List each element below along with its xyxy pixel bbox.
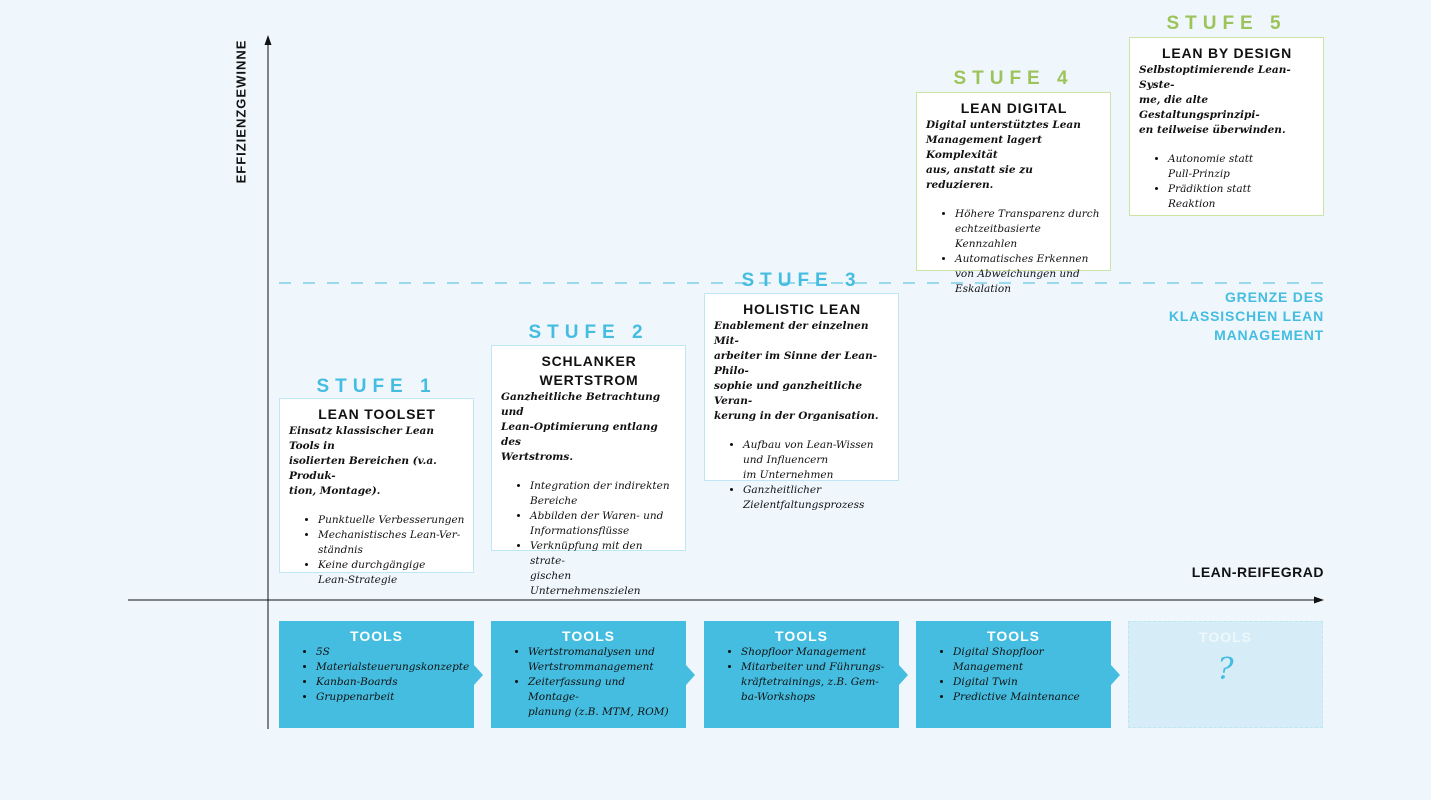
chevron-right-icon (1111, 665, 1120, 685)
stage-description: Einsatz klassischer Lean Tools in isolie… (289, 425, 437, 497)
chevron-right-icon (899, 665, 908, 685)
stage-description: Selbstoptimierende Lean-Syste- me, die a… (1139, 64, 1291, 136)
question-mark-icon: ? (1217, 652, 1234, 687)
tools-list: 5S Materialsteuerungskonzepte Kanban-Boa… (287, 645, 469, 705)
chevron-right-icon (686, 665, 695, 685)
stage-2-card: SCHLANKER WERTSTROM Ganzheitliche Betrac… (491, 345, 686, 597)
tool-item: Kanban-Boards (316, 675, 466, 690)
tool-item: Mitarbeiter und Führungs-kräftetrainings… (741, 660, 891, 705)
tools-list: Wertstromanalysen undWertstrommanagement… (499, 645, 678, 720)
tool-item: Shopfloor Management (741, 645, 891, 660)
tools-title: TOOLS (987, 628, 1040, 644)
tools-title: TOOLS (1199, 629, 1252, 645)
tools-box-3: TOOLS Shopfloor Management Mitarbeiter u… (704, 621, 908, 728)
tools-title: TOOLS (562, 628, 615, 644)
stage-title: LEAN DIGITAL (960, 100, 1068, 116)
stage-1-card: LEAN TOOLSET Einsatz klassischer Lean To… (279, 398, 474, 586)
stage-2-label: STUFE 2 (528, 322, 649, 343)
boundary-label-line: KLASSISCHEN LEAN (1168, 308, 1324, 324)
chevron-right-icon (474, 665, 483, 685)
stage-3-label: STUFE 3 (741, 270, 862, 291)
stage-4-card: LEAN DIGITAL Digital unterstütztes Lean … (916, 92, 1111, 295)
tools-title: TOOLS (775, 628, 828, 644)
tools-box-1: TOOLS 5S Materialsteuerungskonzepte Kanb… (279, 621, 483, 728)
y-axis-arrow (264, 35, 272, 45)
stage-title: HOLISTIC LEAN (743, 301, 861, 317)
tool-item: 5S (316, 645, 466, 660)
x-axis-arrow (1314, 596, 1324, 604)
stage-3-card: HOLISTIC LEAN Enablement der einzelnen M… (704, 293, 899, 511)
tool-item: Digital Twin (953, 675, 1103, 690)
tool-item: Gruppenarbeit (316, 690, 466, 705)
y-axis-label: EFFIZIENZGEWINNE (233, 39, 249, 184)
stage-description: Enablement der einzelnen Mit- arbeiter i… (714, 320, 879, 422)
tools-box-5: TOOLS ? (1128, 621, 1323, 728)
tool-item: Materialsteuerungskonzepte (316, 660, 469, 675)
boundary-label-line: MANAGEMENT (1214, 327, 1324, 343)
stage-1-label: STUFE 1 (316, 376, 437, 397)
stage-5-card: LEAN BY DESIGN Selbstoptimierende Lean-S… (1129, 37, 1324, 216)
stage-bullets: Höhere Transparenz durchechtzeitbasierte… (926, 207, 1102, 297)
x-axis-label: LEAN-REIFEGRAD (1191, 564, 1324, 580)
tool-item: Zeiterfassung und Montage-planung (z.B. … (528, 675, 678, 720)
stage-title: LEAN BY DESIGN (1162, 45, 1292, 61)
stage-bullets: Punktuelle Verbesserungen Mechanistische… (289, 513, 465, 588)
bullet-item: Punktuelle Verbesserungen (318, 513, 465, 528)
stage-title: SCHLANKER WERTSTROM (539, 353, 639, 388)
stage-description: Ganzheitliche Betrachtung und Lean-Optim… (501, 391, 661, 463)
boundary-label-line: GRENZE DES (1224, 289, 1324, 305)
stage-5-label: STUFE 5 (1166, 13, 1287, 34)
stage-title: LEAN TOOLSET (318, 406, 436, 422)
tools-box-2: TOOLS Wertstromanalysen undWertstrommana… (491, 621, 695, 728)
bullet-item: Mechanistisches Lean-Ver-ständnis (318, 528, 465, 558)
tool-item: Predictive Maintenance (953, 690, 1103, 705)
stage-4-label: STUFE 4 (953, 68, 1074, 89)
bullet-item: Verknüpfung mit den strate-gischen Unter… (530, 539, 677, 599)
tools-title: TOOLS (350, 628, 403, 644)
boundary-label: GRENZE DES KLASSISCHEN LEAN MANAGEMENT (1120, 288, 1324, 345)
bullet-item: Abbilden der Waren- undInformationsflüss… (530, 509, 677, 539)
stage-description: Digital unterstütztes Lean Management la… (926, 119, 1081, 191)
tools-list: Shopfloor Management Mitarbeiter und Füh… (712, 645, 891, 705)
bullet-item: Höhere Transparenz durchechtzeitbasierte… (955, 207, 1102, 252)
